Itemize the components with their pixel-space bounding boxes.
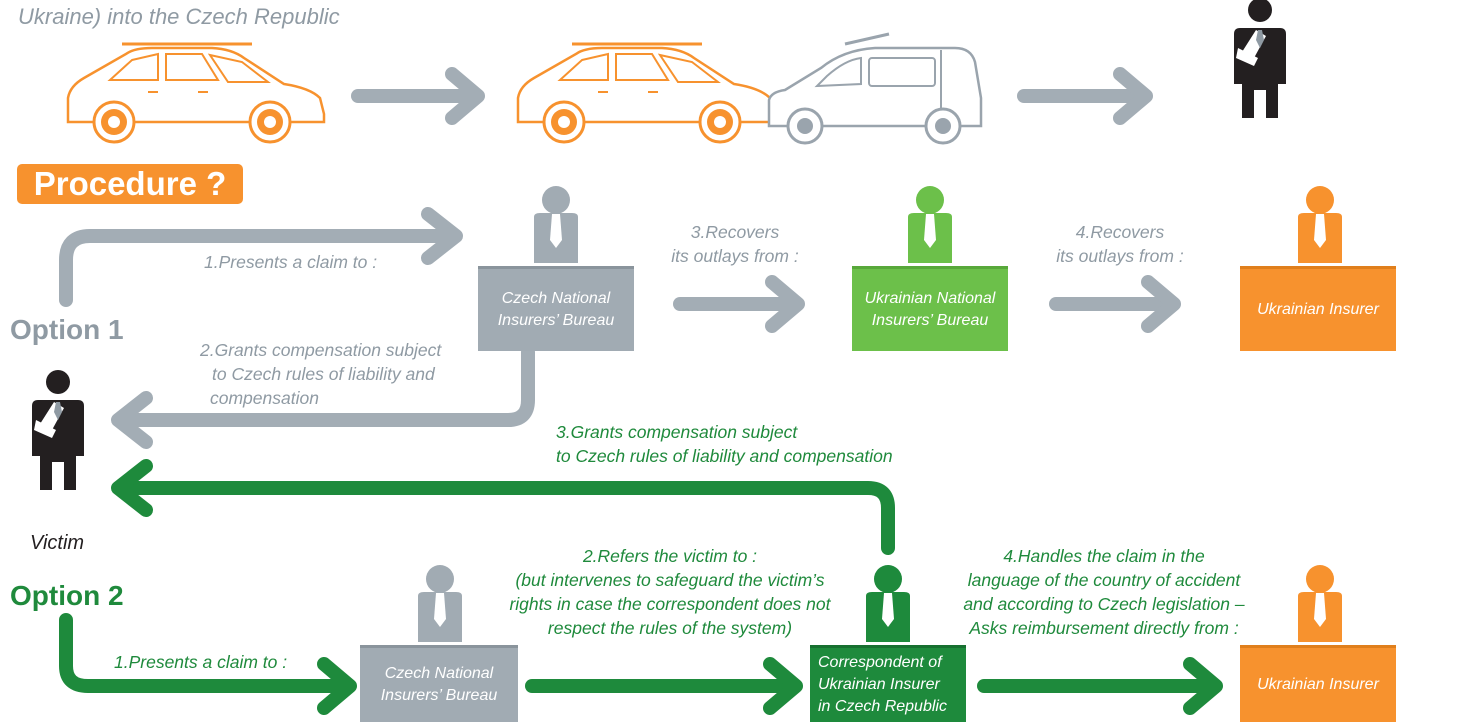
orange-car-icon <box>66 42 326 144</box>
option1-step3: 3.Recovers its outlays from : <box>671 222 799 266</box>
option2-step4: 4.Handles the claim in the language of t… <box>963 546 1245 638</box>
grey-van-icon <box>767 32 983 145</box>
option2-label: Option 2 <box>10 580 124 611</box>
option2-step2: 2.Refers the victim to : (but intervenes… <box>509 546 831 638</box>
ukrainian-insurer-box-1: Ukrainian Insurer <box>1240 266 1396 351</box>
option1-label: Option 1 <box>10 314 124 345</box>
injured-person-icon <box>1234 0 1286 118</box>
ukrainian-insurer-box-2: Ukrainian Insurer <box>1240 645 1396 722</box>
injured-person-icon <box>32 370 84 490</box>
option2-step3: 3.Grants compensation subject to Czech r… <box>556 422 893 466</box>
victim-label: Victim <box>30 532 85 554</box>
option1-step2: 2.Grants compensation subject to Czech r… <box>200 340 442 408</box>
option1-step4: 4.Recovers its outlays from : <box>1056 222 1184 266</box>
procedure-badge: Procedure ? <box>17 164 243 204</box>
orange-car-icon <box>516 42 776 144</box>
option2-step1: 1.Presents a claim to : <box>114 652 288 672</box>
header-text: Ukraine) into the Czech Republic <box>18 4 340 29</box>
option1-step1: 1.Presents a claim to : <box>204 252 378 272</box>
